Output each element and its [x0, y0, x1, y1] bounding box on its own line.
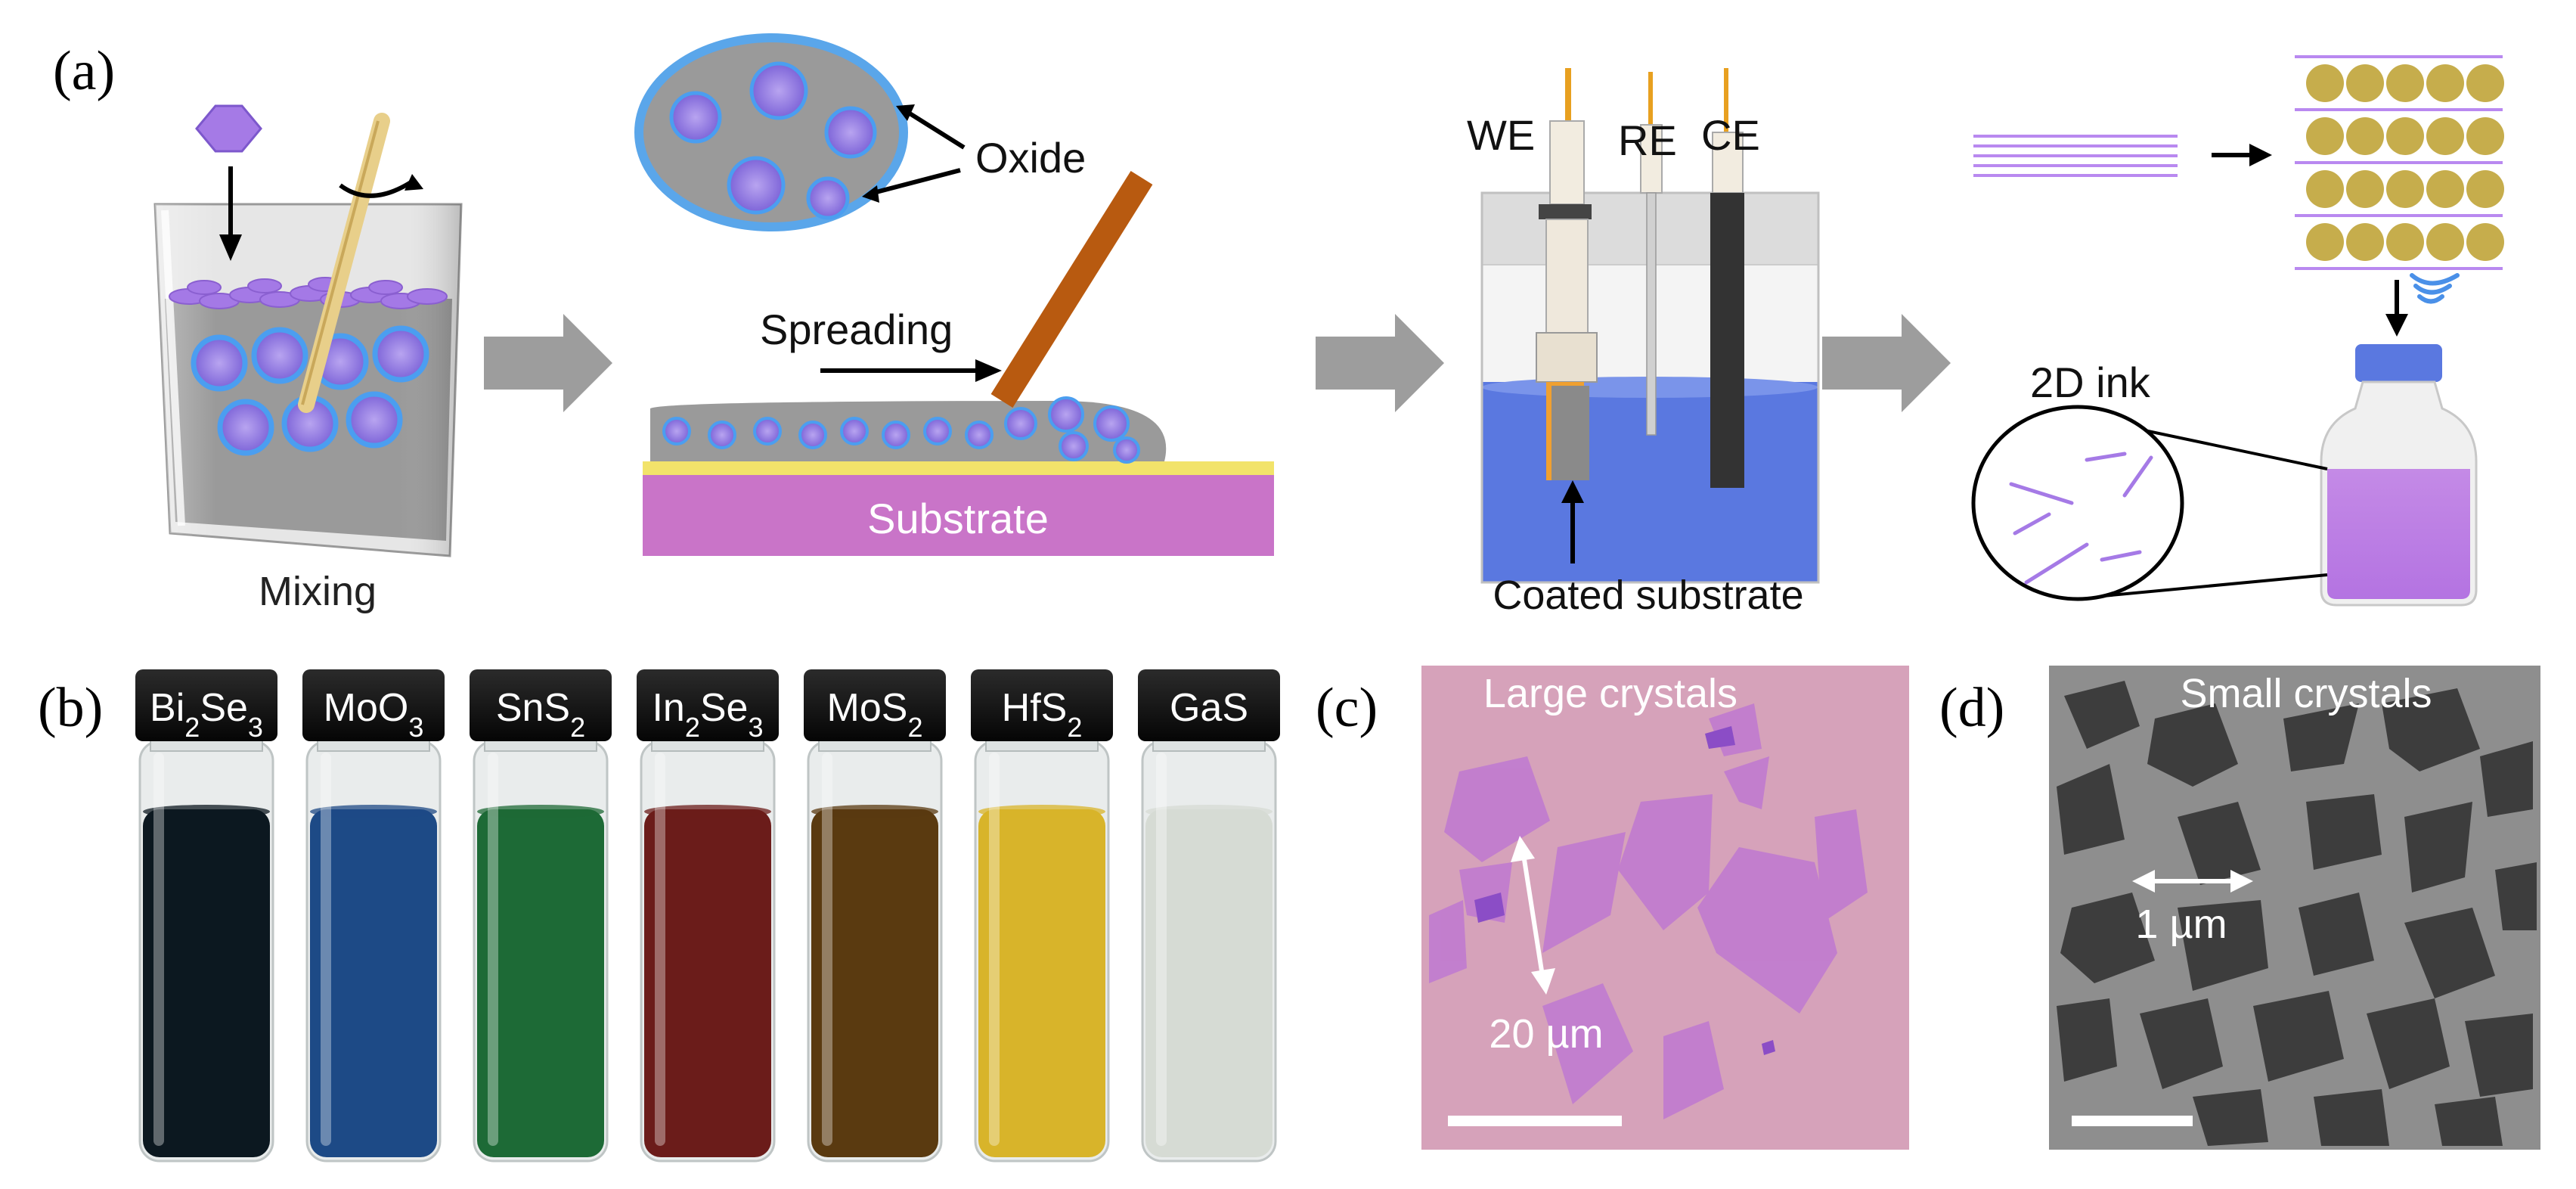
scale-bar-c — [1448, 1116, 1622, 1126]
coated-substrate-label: Coated substrate — [1493, 573, 1803, 618]
panel-d-title: Small crystals — [2180, 671, 2432, 716]
intercalated-stack — [2295, 55, 2504, 270]
vial-meniscus — [644, 805, 771, 818]
substrate-block — [643, 473, 1274, 556]
substrate-label: Substrate — [867, 495, 1049, 542]
vial-liquid — [477, 809, 604, 1157]
panel-a: (a) — [53, 33, 2504, 618]
small-flakes — [2057, 681, 2537, 1146]
vial: MoS2 — [804, 669, 946, 1163]
flake-layer — [169, 277, 448, 309]
scale-label-1um: 1 µm — [2135, 902, 2227, 947]
gold-layer — [643, 461, 1274, 475]
vial-meniscus — [143, 805, 270, 818]
electrochemical-cell: WE RE CE Coated substrate — [1467, 68, 1820, 618]
oxide-blowup: Oxide — [634, 33, 1086, 231]
ink-label: 2D ink — [2030, 359, 2151, 406]
vial-highlight — [655, 753, 665, 1146]
panel-c-label: (c) — [1316, 677, 1378, 739]
panel-a-label: (a) — [53, 40, 115, 102]
vial-cap — [302, 669, 445, 741]
vial-label: MoO3 — [324, 686, 424, 743]
vial-cap — [1138, 669, 1280, 741]
vial: Bi2Se3 — [135, 669, 277, 1163]
vial-liquid — [310, 809, 437, 1157]
vial-cap — [135, 669, 277, 741]
panel-c: (c) Large crystals 20 µm — [1316, 666, 1909, 1150]
spreading-setup: Spreading Substrate — [643, 170, 1274, 556]
process-arrow-1 — [484, 314, 612, 412]
sonication-icon — [2410, 273, 2460, 304]
vial-cap — [804, 669, 946, 741]
layered-crystal — [1973, 135, 2178, 177]
spreading-label: Spreading — [760, 306, 953, 353]
panel-d-label: (d) — [1939, 677, 2004, 739]
mixing-beaker: Mixing — [153, 104, 463, 614]
panel-b-label: (b) — [38, 677, 103, 739]
vial-label: SnS2 — [496, 686, 585, 743]
vial-liquid — [644, 809, 771, 1157]
vial: In2Se3 — [637, 669, 779, 1163]
oxide-droplets — [191, 325, 429, 456]
vial-liquid — [1145, 809, 1273, 1157]
vial-meniscus — [978, 805, 1105, 818]
vial: SnS2 — [470, 669, 612, 1163]
we-label: WE — [1467, 111, 1535, 159]
double-arrow-1um — [2132, 870, 2253, 893]
mixing-label: Mixing — [259, 569, 377, 614]
vial-meniscus — [477, 805, 604, 818]
rotation-arrow — [339, 179, 414, 198]
panel-c-title: Large crystals — [1483, 671, 1737, 716]
ink-blowup: 2D ink — [1971, 359, 2328, 601]
vial-liquid — [978, 809, 1105, 1157]
double-arrow-20um — [1511, 836, 1555, 995]
vial-highlight — [989, 753, 1000, 1146]
vial-highlight — [822, 753, 832, 1146]
scale-label-20um: 20 µm — [1489, 1011, 1603, 1057]
vial-meniscus — [310, 805, 437, 818]
scale-bar-d — [2072, 1116, 2193, 1126]
vial-highlight — [1156, 753, 1167, 1146]
vial-highlight — [321, 753, 331, 1146]
vial-label: HfS2 — [1002, 686, 1083, 743]
vial-label: In2Se3 — [652, 686, 763, 743]
vial-liquid — [143, 809, 270, 1157]
vial: MoO3 — [302, 669, 445, 1163]
process-arrow-2 — [1316, 314, 1444, 412]
re-label: RE — [1618, 116, 1677, 164]
ink-bottle — [2320, 344, 2478, 607]
spreading-blade — [990, 170, 1153, 408]
panel-d: (d) Small crystals — [1939, 666, 2540, 1150]
vial-meniscus — [811, 805, 938, 818]
vial-cap — [470, 669, 612, 741]
process-arrow-3 — [1822, 314, 1951, 412]
vial-meniscus — [1145, 805, 1273, 818]
crystal-hexagon — [195, 104, 262, 153]
vial-label: MoS2 — [827, 686, 923, 743]
oxide-label: Oxide — [975, 134, 1086, 182]
vial: GaS — [1138, 669, 1280, 1163]
ce-label: CE — [1701, 111, 1760, 159]
vial-highlight — [488, 753, 498, 1146]
stir-rod — [298, 113, 390, 413]
vial-cap — [637, 669, 779, 741]
vial-cap — [971, 669, 1113, 741]
vial-highlight — [153, 753, 164, 1146]
vial-label: Bi2Se3 — [150, 686, 263, 743]
vial: HfS2 — [971, 669, 1113, 1163]
vial-label: GaS — [1170, 686, 1248, 730]
panel-b: (b) Bi2Se3 MoO3 SnS2 In2Se3 MoS2 HfS2 GaS — [38, 669, 1280, 1163]
vial-row: Bi2Se3 MoO3 SnS2 In2Se3 MoS2 HfS2 GaS — [135, 669, 1280, 1163]
vial-liquid — [811, 809, 938, 1157]
